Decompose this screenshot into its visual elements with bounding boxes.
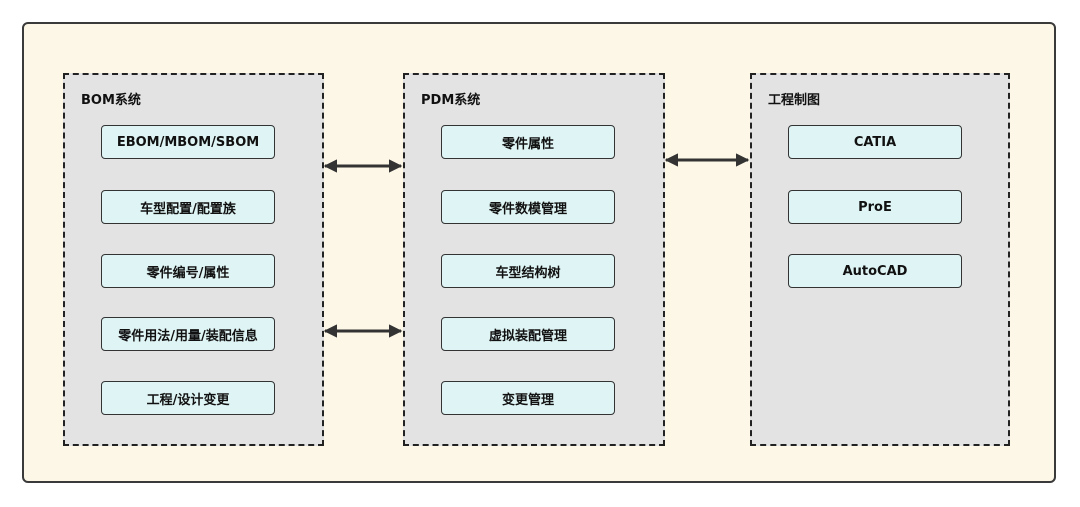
- bom-node-part-usage: 零件用法/用量/装配信息: [101, 317, 275, 351]
- cad-node-proe: ProE: [788, 190, 962, 224]
- pdm-node-part-attributes: 零件属性: [441, 125, 615, 159]
- bom-node-vehicle-config: 车型配置/配置族: [101, 190, 275, 224]
- cad-node-autocad: AutoCAD: [788, 254, 962, 288]
- cad-node-catia: CATIA: [788, 125, 962, 159]
- pdm-node-change-mgmt: 变更管理: [441, 381, 615, 415]
- bom-node-engineering-change: 工程/设计变更: [101, 381, 275, 415]
- pdm-node-part-model-mgmt: 零件数模管理: [441, 190, 615, 224]
- engineering-drawing-title: 工程制图: [768, 93, 821, 108]
- bom-node-ebom-mbom-sbom: EBOM/MBOM/SBOM: [101, 125, 275, 159]
- bom-node-part-number: 零件编号/属性: [101, 254, 275, 288]
- pdm-system-title: PDM系统: [421, 93, 481, 108]
- pdm-node-vehicle-structure-tree: 车型结构树: [441, 254, 615, 288]
- pdm-node-virtual-assembly: 虚拟装配管理: [441, 317, 615, 351]
- bom-system-title: BOM系统: [81, 93, 141, 108]
